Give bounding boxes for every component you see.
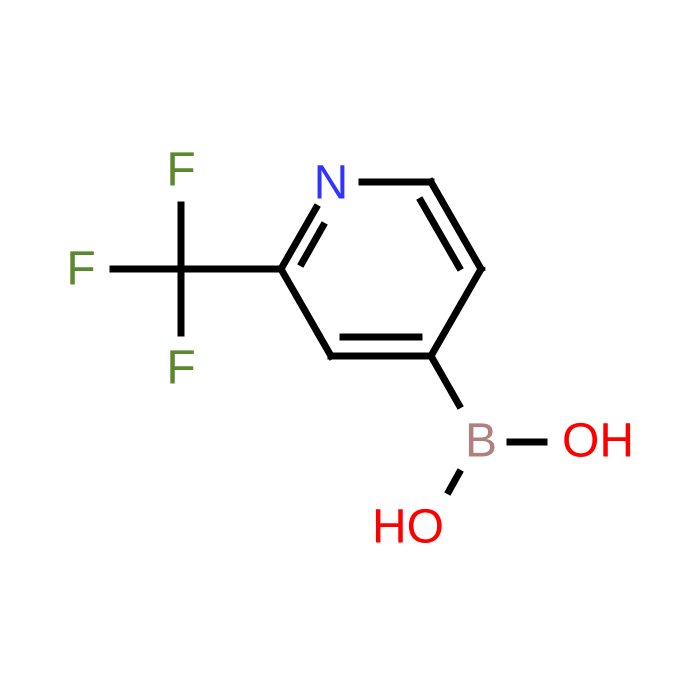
atom-b-label: B: [465, 415, 497, 468]
atom-f-bottom-label: F: [166, 342, 195, 395]
atom-f-top-label: F: [166, 144, 195, 197]
bond-c3-c2: [276, 264, 336, 361]
bond-c2-n: [276, 203, 321, 274]
bond-c4-b: [426, 351, 464, 410]
bond-c2-n-inner: [297, 221, 328, 268]
atom-f-left-label: F: [66, 243, 95, 296]
bond-c6-c5: [426, 177, 486, 274]
bond-b-oh-bottom: [444, 468, 464, 496]
atom-oh-bottom-label: HO: [372, 501, 444, 554]
bond-c5-c4: [426, 264, 486, 361]
atom-n-label: N: [314, 157, 349, 210]
bond-c6-c5-inner: [416, 196, 464, 272]
atom-oh-right-label: OH: [562, 415, 634, 468]
